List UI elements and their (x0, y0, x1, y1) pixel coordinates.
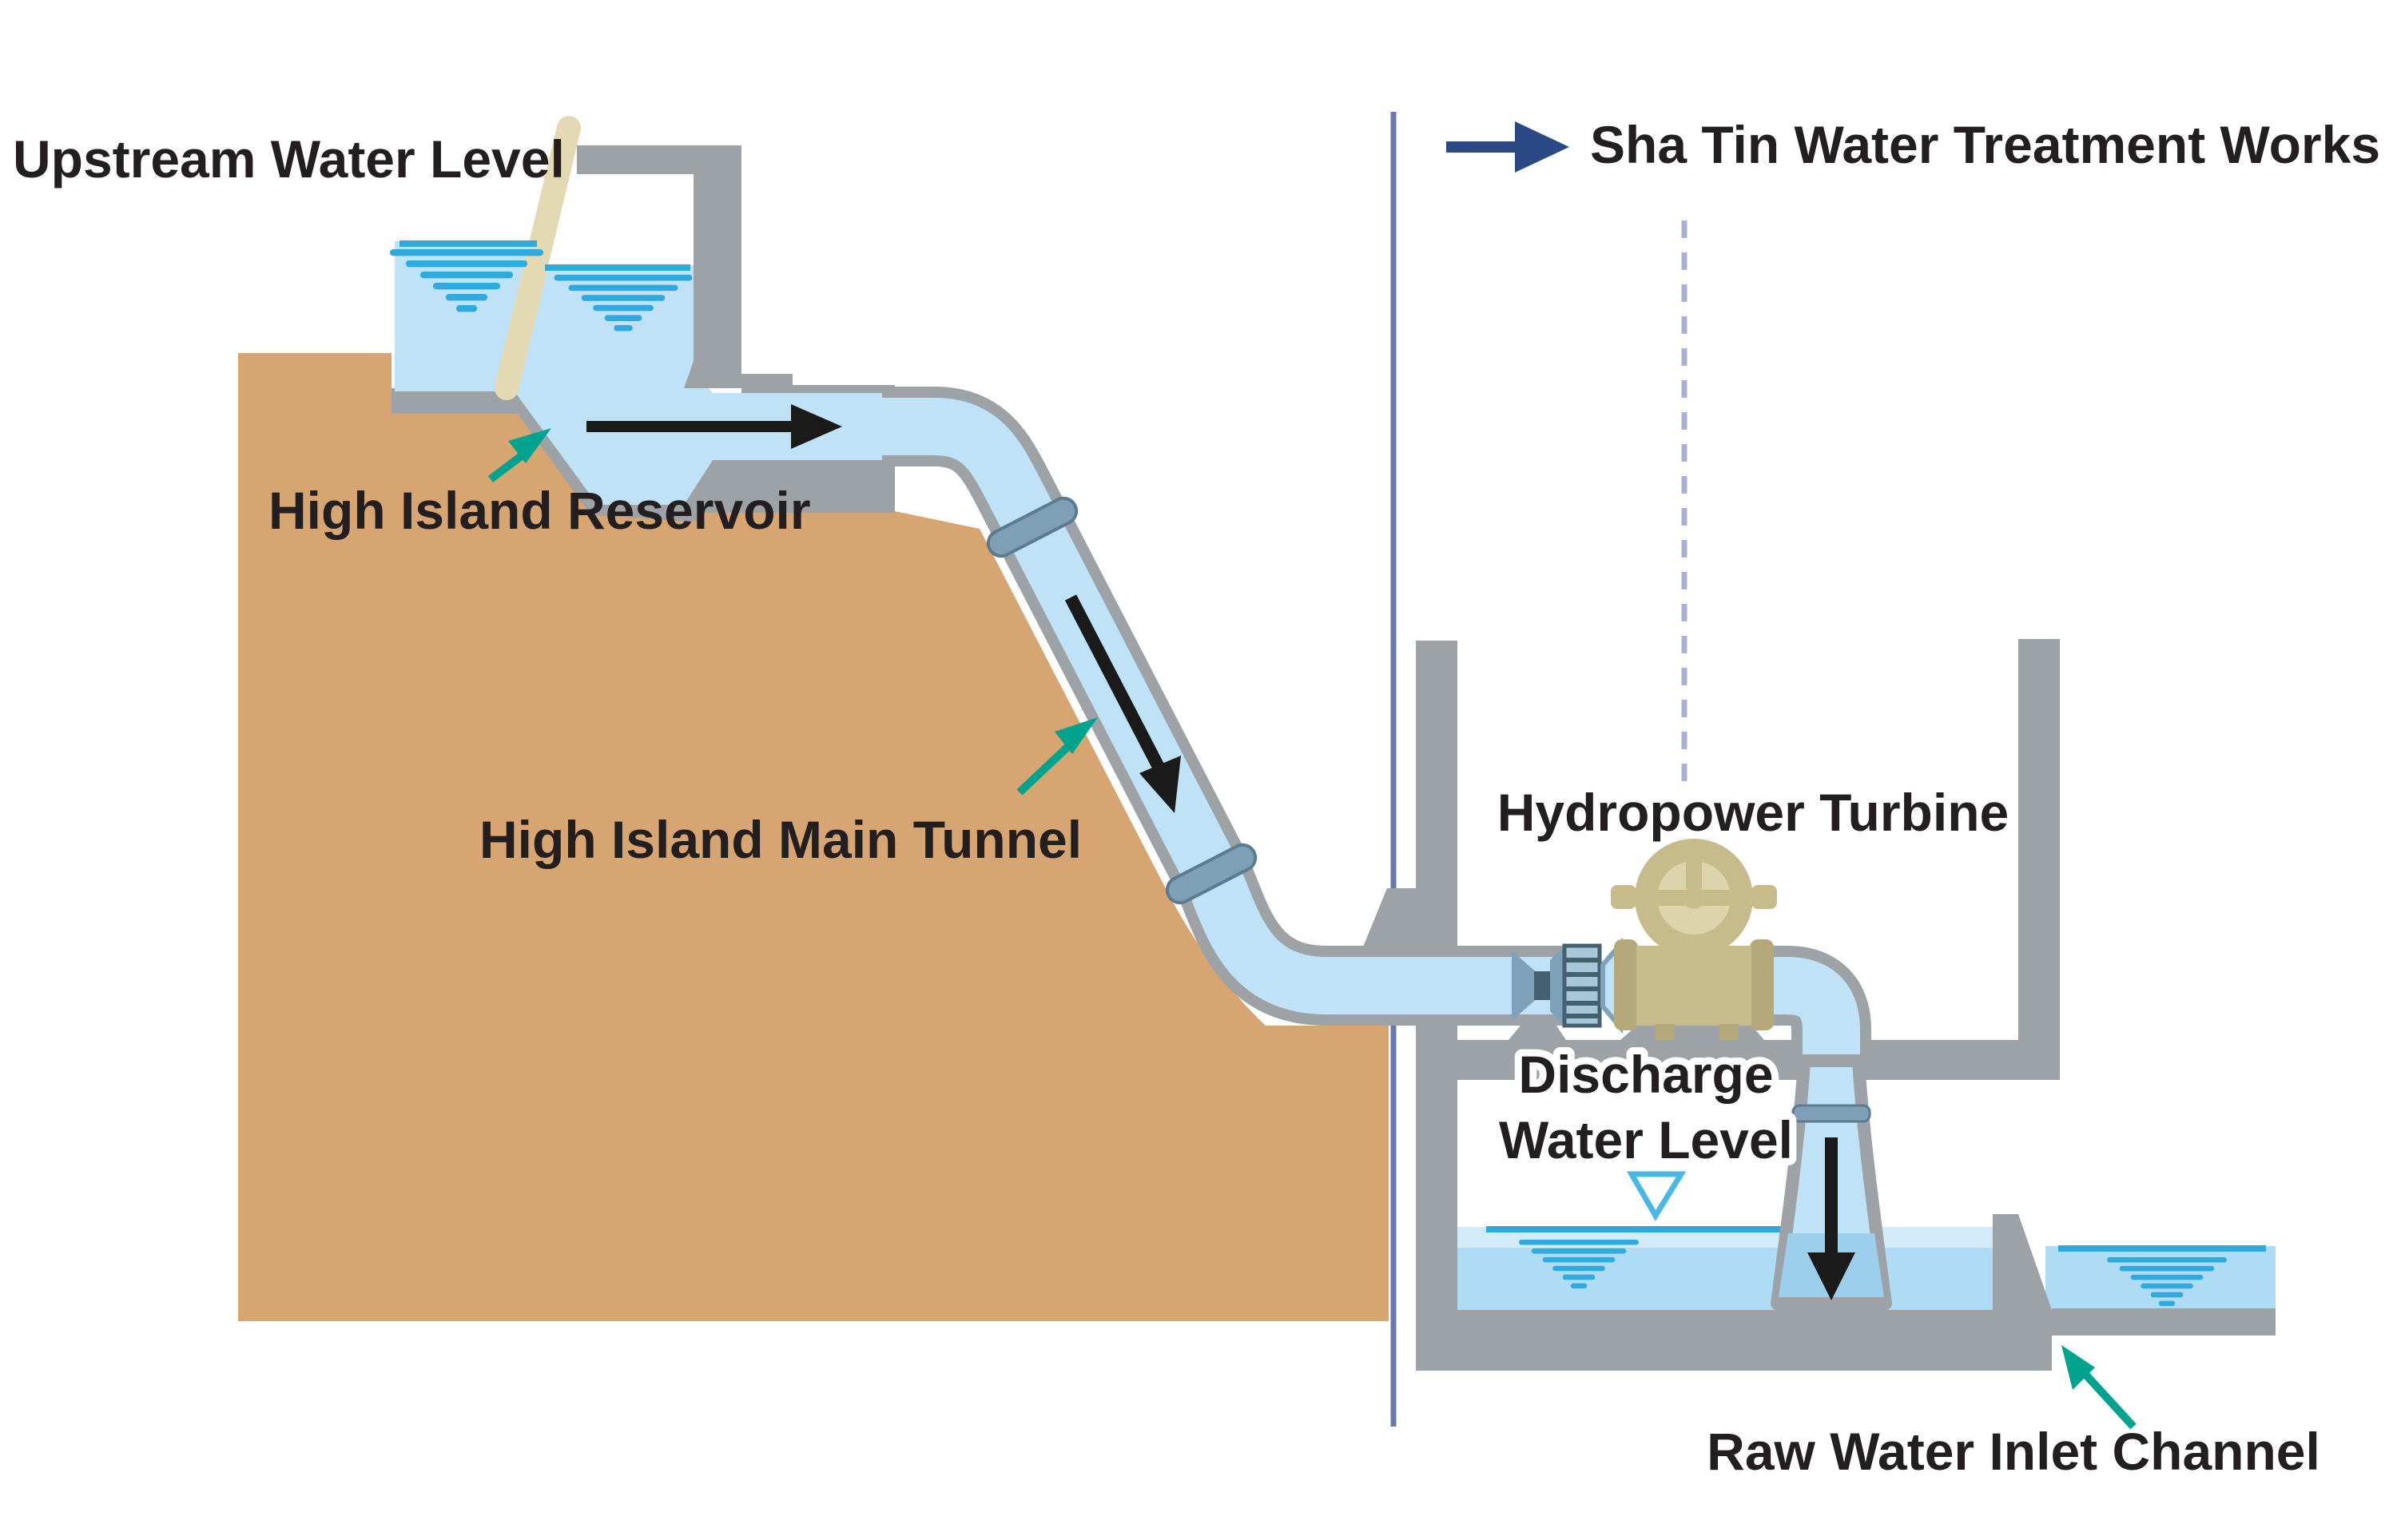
flow-arrow-icon (1064, 594, 1181, 813)
flow-arrow-icon (586, 404, 842, 449)
intake-tower (577, 145, 741, 388)
upstream-water-level-label: Upstream Water Level (13, 129, 565, 189)
hydropower-turbine-label: Hydropower Turbine (1497, 783, 2009, 842)
flow-arrow-icon (1807, 1137, 1855, 1300)
discharge-water-level-label-line2: Water Level (1499, 1110, 1793, 1169)
pipe-joint-icon (1791, 1104, 1871, 1123)
weir (1993, 1214, 2052, 1336)
powerhouse-floor-slab (1416, 1040, 2060, 1080)
powerhouse-right-wall (2018, 639, 2060, 1080)
water-level-triangle-icon (1626, 1171, 1687, 1221)
draft-tube-bend-water (1766, 957, 1860, 1070)
discharge-water-level-label-line1: Discharge (1518, 1045, 1773, 1104)
pipe-joint-icon (1165, 843, 1258, 905)
terrain-hillside (238, 353, 1389, 1321)
intake-tower-leg (694, 145, 741, 377)
direction-arrow-icon (1446, 121, 1569, 173)
raw-water-inlet-channel-label: Raw Water Inlet Channel (1707, 1422, 2320, 1481)
sha-tin-water-treatment-works-label: Sha Tin Water Treatment Works (1590, 115, 2380, 174)
tailrace-basin-floor (1416, 1310, 2052, 1371)
pointer-arrow-icon (1016, 717, 1098, 796)
high-island-reservoir-label: High Island Reservoir (268, 481, 811, 540)
outlet-lower-block (684, 454, 895, 513)
intake-tower-leg-foot (684, 361, 741, 388)
pipe-joint-icon (986, 496, 1079, 558)
pointer-arrow-icon (2061, 1345, 2137, 1430)
turbine-icon (1611, 839, 1777, 1040)
inlet-channel-floor (2052, 1308, 2276, 1336)
gauge-pole-icon (495, 116, 581, 400)
high-island-main-tunnel-label: High Island Main Tunnel (479, 810, 1082, 869)
pointer-arrow-icon (487, 428, 551, 482)
